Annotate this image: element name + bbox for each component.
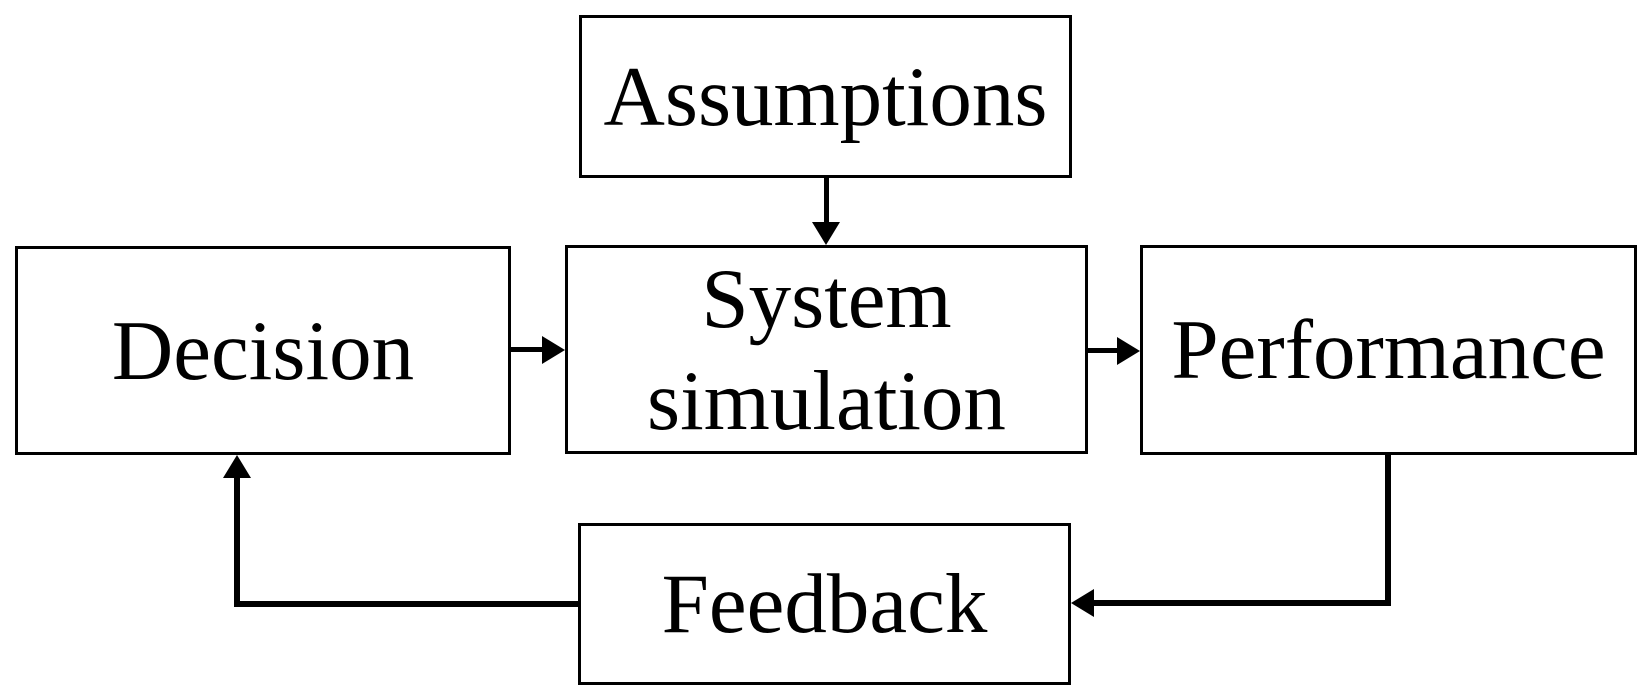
node-decision-label: Decision: [111, 303, 415, 398]
arrow-shaft: [1087, 348, 1119, 353]
node-decision: Decision: [15, 246, 511, 455]
arrow-shaft-vertical: [1385, 455, 1391, 606]
arrow-shaft-horizontal: [1092, 600, 1391, 606]
arrow-shaft-horizontal: [234, 601, 578, 607]
node-feedback: Feedback: [578, 523, 1071, 685]
node-feedback-label: Feedback: [661, 557, 988, 651]
arrowhead-up-icon: [223, 455, 251, 478]
arrow-shaft: [510, 347, 544, 352]
node-system-simulation: System simulation: [565, 245, 1088, 454]
node-system-simulation-label: System simulation: [647, 251, 1006, 448]
arrowhead-left-icon: [1071, 589, 1094, 617]
arrowhead-right-icon: [542, 336, 565, 364]
node-performance: Performance: [1140, 245, 1637, 455]
arrowhead-down-icon: [812, 222, 840, 245]
arrow-shaft-vertical: [234, 476, 240, 607]
arrow-shaft: [824, 177, 829, 223]
node-performance-label: Performance: [1171, 303, 1606, 397]
arrowhead-right-icon: [1117, 337, 1140, 365]
node-assumptions-label: Assumptions: [603, 49, 1048, 144]
node-assumptions: Assumptions: [579, 15, 1072, 178]
